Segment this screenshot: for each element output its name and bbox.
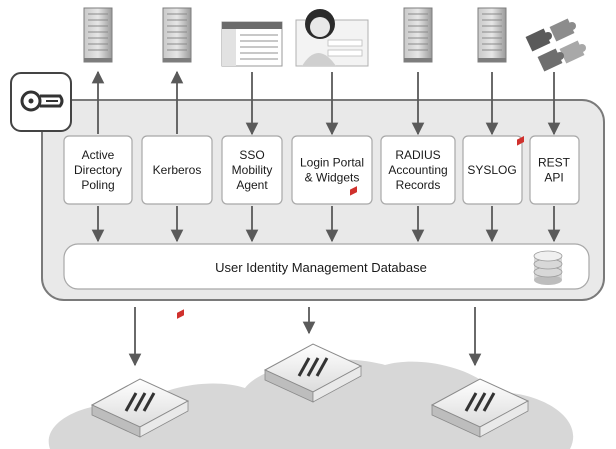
database-label: User Identity Management Database xyxy=(215,260,427,275)
server-icon xyxy=(403,7,433,63)
firewall-appliance-icon xyxy=(263,186,363,403)
puzzle-icon xyxy=(525,18,586,72)
source-label: Kerberos xyxy=(153,163,202,177)
source-box xyxy=(462,135,523,205)
key-icon xyxy=(10,72,72,132)
source-label: RADIUS xyxy=(395,148,440,162)
source-box xyxy=(141,135,213,205)
source-label: SYSLOG xyxy=(467,163,516,177)
source-label: Poling xyxy=(81,178,114,192)
source-box xyxy=(380,135,456,205)
source-box xyxy=(63,135,133,205)
source-label: & Widgets xyxy=(305,171,360,185)
source-label: Directory xyxy=(74,163,122,177)
source-label: SSO xyxy=(239,148,264,162)
source-label: REST xyxy=(538,156,571,170)
source-label: Agent xyxy=(236,178,268,192)
source-box xyxy=(221,135,283,205)
database-icon xyxy=(533,250,563,285)
firewall-appliance-icon xyxy=(430,136,530,438)
source-label: Active xyxy=(82,148,115,162)
database-bar xyxy=(63,243,590,290)
source-box xyxy=(529,135,580,205)
network-cloud xyxy=(48,359,574,449)
source-label: API xyxy=(544,171,563,185)
source-label: Mobility xyxy=(232,163,273,177)
server-icon xyxy=(83,7,113,63)
firewall-appliance-icon xyxy=(90,309,190,438)
login-portal-user-icon xyxy=(295,9,369,67)
sso-agent-screenshot-icon xyxy=(221,21,283,67)
server-icon xyxy=(477,7,507,63)
server-icon xyxy=(162,7,192,63)
source-box xyxy=(291,135,373,205)
source-label: Records xyxy=(396,178,441,192)
source-label: Accounting xyxy=(388,163,447,177)
source-label: Login Portal xyxy=(300,156,364,170)
